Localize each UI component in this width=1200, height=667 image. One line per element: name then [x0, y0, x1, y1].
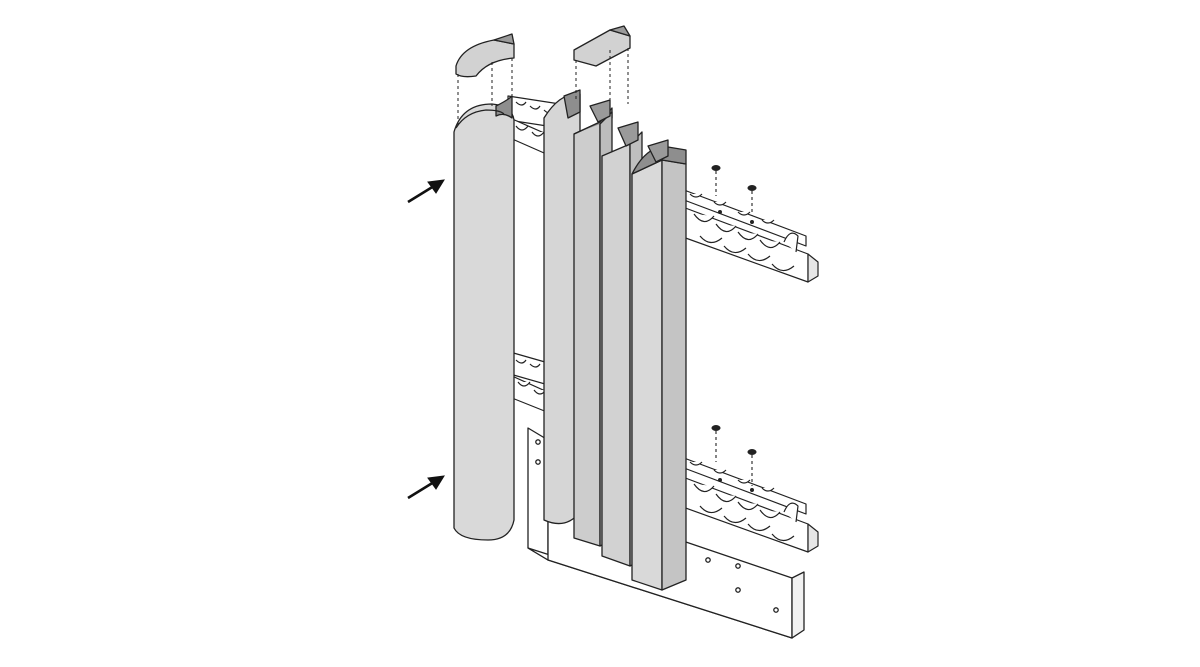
- square-panel-4: [631, 139, 687, 591]
- arrow-up-right-icon: [407, 179, 445, 204]
- screw-1: [711, 165, 721, 196]
- clip-rail-lower-right: [679, 457, 819, 553]
- screw-2: [747, 185, 757, 216]
- rounded-panel: [453, 95, 515, 541]
- alignment-guides: [457, 48, 629, 128]
- screw-4: [747, 449, 757, 486]
- clip-rail-upper-right: [679, 189, 819, 283]
- screw-3: [711, 425, 721, 462]
- arrow-up-right-icon: [407, 475, 445, 500]
- rounded-end-cap: [455, 33, 515, 78]
- clip-rail-lower-left: [509, 351, 553, 415]
- square-end-cap: [573, 25, 631, 67]
